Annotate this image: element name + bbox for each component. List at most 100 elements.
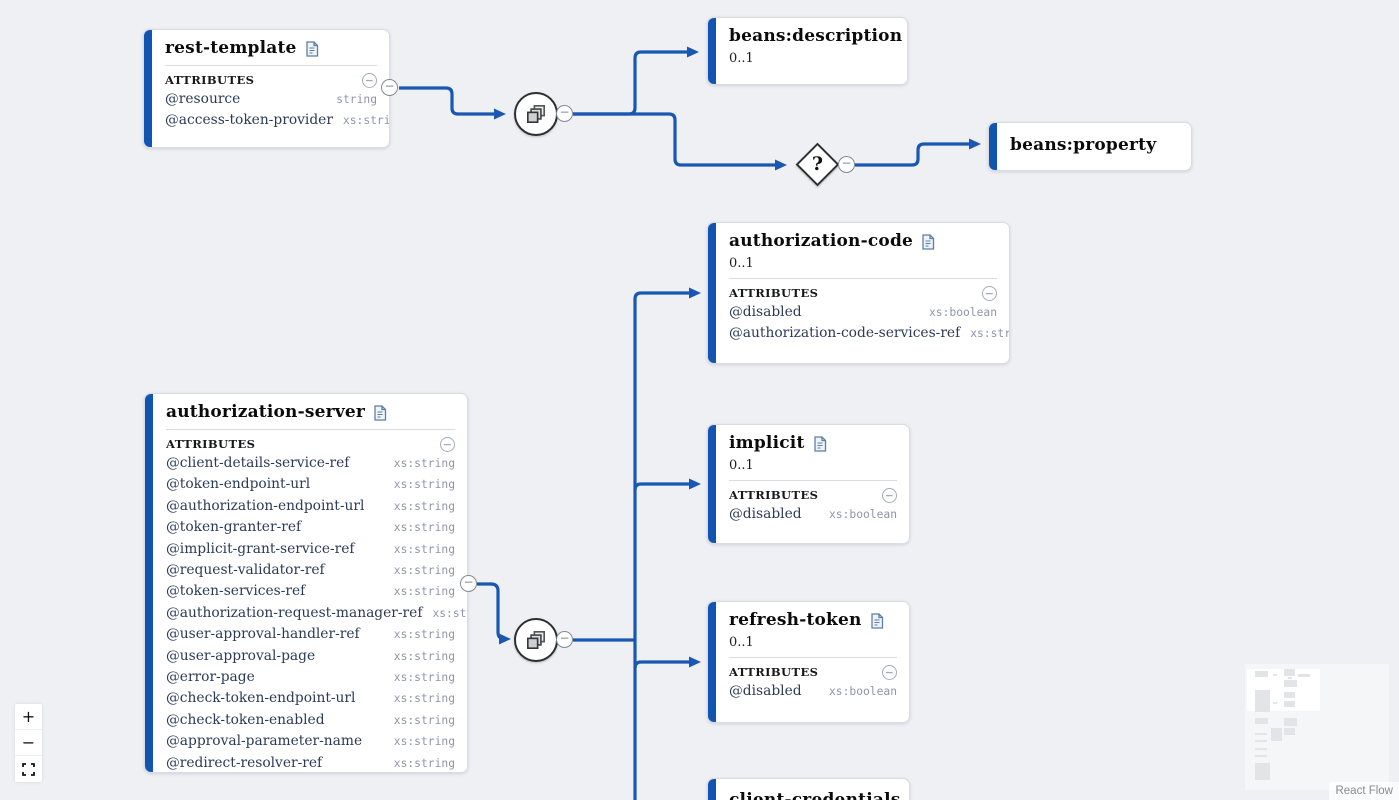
attribute-list: @disabled xs:boolean @authorization-code… bbox=[729, 302, 1009, 345]
layered-squares-icon bbox=[527, 105, 545, 123]
collapse-attributes-icon[interactable]: − bbox=[362, 72, 377, 88]
collapse-attributes-icon[interactable]: − bbox=[440, 436, 455, 452]
divider bbox=[166, 429, 455, 430]
document-icon bbox=[909, 793, 911, 800]
cardinality-label: 0..1 bbox=[729, 51, 754, 66]
minimap-node bbox=[1284, 718, 1297, 726]
minimap-node bbox=[1288, 677, 1292, 679]
handle-choice[interactable]: − bbox=[838, 156, 855, 173]
attribute-row: @token-endpoint-url xs:string bbox=[166, 474, 455, 495]
attribute-type: xs:string bbox=[393, 564, 455, 578]
attribute-row: @disabled xs:boolean bbox=[729, 302, 997, 323]
node-accent-bar bbox=[708, 223, 716, 363]
node-accent-bar bbox=[708, 779, 716, 800]
node-accent-bar bbox=[144, 30, 152, 147]
attribute-name: @disabled bbox=[729, 304, 802, 320]
node-client-credentials[interactable]: client-credentials bbox=[707, 778, 910, 800]
minimap-node bbox=[1284, 728, 1295, 735]
attribute-name: @implicit-grant-service-ref bbox=[166, 540, 355, 557]
attribute-type: xs:string bbox=[393, 499, 455, 513]
collapse-attributes-icon[interactable]: − bbox=[882, 664, 897, 680]
attributes-label: ATTRIBUTES bbox=[729, 488, 819, 502]
minimap-node bbox=[1284, 669, 1295, 676]
attribute-row: @redirect-resolver-ref xs:string bbox=[166, 753, 455, 772]
attributes-label: ATTRIBUTES bbox=[165, 73, 255, 87]
attribute-type: xs:string bbox=[393, 649, 455, 663]
attribute-row: @token-granter-ref xs:string bbox=[166, 517, 455, 538]
attribute-row: @implicit-grant-service-ref xs:string bbox=[166, 539, 455, 560]
fit-view-button[interactable] bbox=[15, 756, 42, 782]
divider bbox=[729, 278, 997, 279]
handle-sequence-bottom[interactable]: − bbox=[556, 631, 573, 648]
attribute-row: @user-approval-page xs:string bbox=[166, 646, 455, 667]
attribute-row: @check-token-enabled xs:string bbox=[166, 710, 455, 731]
node-title: authorization-server bbox=[166, 402, 366, 422]
attribute-name: @token-endpoint-url bbox=[166, 476, 311, 493]
react-flow-attribution[interactable]: React Flow bbox=[1329, 782, 1399, 800]
attribute-list: @disabled xs:boolean bbox=[729, 504, 897, 525]
node-accent-bar bbox=[708, 425, 716, 543]
sequence-indicator[interactable] bbox=[514, 92, 558, 136]
node-beans-property[interactable]: beans:property bbox=[988, 122, 1192, 171]
attribute-type: xs:string bbox=[393, 478, 455, 492]
minimap-node bbox=[1255, 740, 1267, 742]
layered-squares-icon bbox=[527, 631, 545, 649]
handle-rest-template[interactable]: − bbox=[381, 79, 398, 96]
attributes-label: ATTRIBUTES bbox=[729, 286, 819, 300]
minimap-node bbox=[1271, 728, 1282, 741]
attribute-type: xs:boolean bbox=[928, 306, 997, 319]
attribute-type: xs:string bbox=[970, 327, 1010, 341]
zoom-out-button[interactable]: − bbox=[15, 730, 42, 756]
minimap[interactable] bbox=[1245, 664, 1389, 790]
attribute-row: @authorization-endpoint-url xs:string bbox=[166, 496, 455, 517]
attribute-name: @authorization-request-manager-ref bbox=[166, 604, 423, 621]
handle-sequence-top[interactable]: − bbox=[556, 105, 573, 122]
attribute-row: @disabled xs:boolean bbox=[729, 504, 897, 525]
attribute-list: @disabled xs:boolean bbox=[729, 681, 897, 702]
document-icon bbox=[305, 40, 318, 57]
attribute-type: xs:string bbox=[393, 692, 455, 706]
attribute-row: @error-page xs:string bbox=[166, 667, 455, 688]
attribute-row: @disabled xs:boolean bbox=[729, 681, 897, 702]
attribute-type: xs:string bbox=[393, 671, 455, 685]
collapse-attributes-icon[interactable]: − bbox=[882, 487, 897, 503]
node-accent-bar bbox=[145, 394, 153, 772]
attribute-name: @token-granter-ref bbox=[166, 519, 302, 536]
document-icon bbox=[922, 233, 935, 250]
attribute-name: @request-validator-ref bbox=[166, 562, 325, 579]
attribute-list: @resource string @access-token-provider … bbox=[165, 89, 389, 132]
cardinality-label: 0..1 bbox=[729, 256, 754, 271]
node-implicit[interactable]: implicit 0..1 ATTRIBUTES − @disabled xs:… bbox=[707, 424, 910, 544]
attribute-row: @resource string bbox=[165, 89, 377, 110]
node-title: authorization-code bbox=[729, 231, 914, 251]
attribute-row: @request-validator-ref xs:string bbox=[166, 560, 455, 581]
attribute-name: @user-approval-page bbox=[166, 647, 316, 664]
minus-icon: − bbox=[21, 733, 36, 752]
node-title: beans:description bbox=[729, 26, 903, 46]
zoom-in-button[interactable]: + bbox=[15, 704, 42, 730]
collapse-attributes-icon[interactable]: − bbox=[982, 285, 997, 301]
node-title: beans:property bbox=[1010, 135, 1157, 155]
attributes-label: ATTRIBUTES bbox=[166, 437, 256, 451]
attribute-name: @disabled bbox=[729, 683, 802, 699]
attribute-type: xs:string bbox=[393, 521, 455, 535]
attribute-name: @approval-parameter-name bbox=[166, 733, 363, 750]
node-authorization-code[interactable]: authorization-code 0..1 ATTRIBUTES − @di… bbox=[707, 222, 1010, 364]
minimap-node bbox=[1273, 702, 1277, 704]
document-icon bbox=[813, 435, 826, 452]
node-accent-bar bbox=[989, 123, 997, 170]
minimap-node bbox=[1255, 763, 1270, 780]
node-rest-template[interactable]: rest-template ATTRIBUTES − @resource str… bbox=[143, 29, 390, 148]
node-authorization-server[interactable]: authorization-server ATTRIBUTES − @clien… bbox=[144, 393, 468, 773]
minimap-node bbox=[1255, 690, 1270, 712]
divider bbox=[729, 657, 897, 658]
divider bbox=[165, 65, 377, 66]
handle-authorization-server[interactable]: − bbox=[460, 575, 477, 592]
sequence-indicator[interactable] bbox=[514, 618, 558, 662]
cardinality-label: 0..1 bbox=[729, 458, 754, 473]
node-refresh-token[interactable]: refresh-token 0..1 ATTRIBUTES − @disable… bbox=[707, 601, 910, 723]
question-mark-icon: ? bbox=[811, 153, 824, 175]
minimap-node bbox=[1298, 674, 1310, 677]
node-beans-description[interactable]: beans:description 0..1 bbox=[707, 17, 908, 85]
